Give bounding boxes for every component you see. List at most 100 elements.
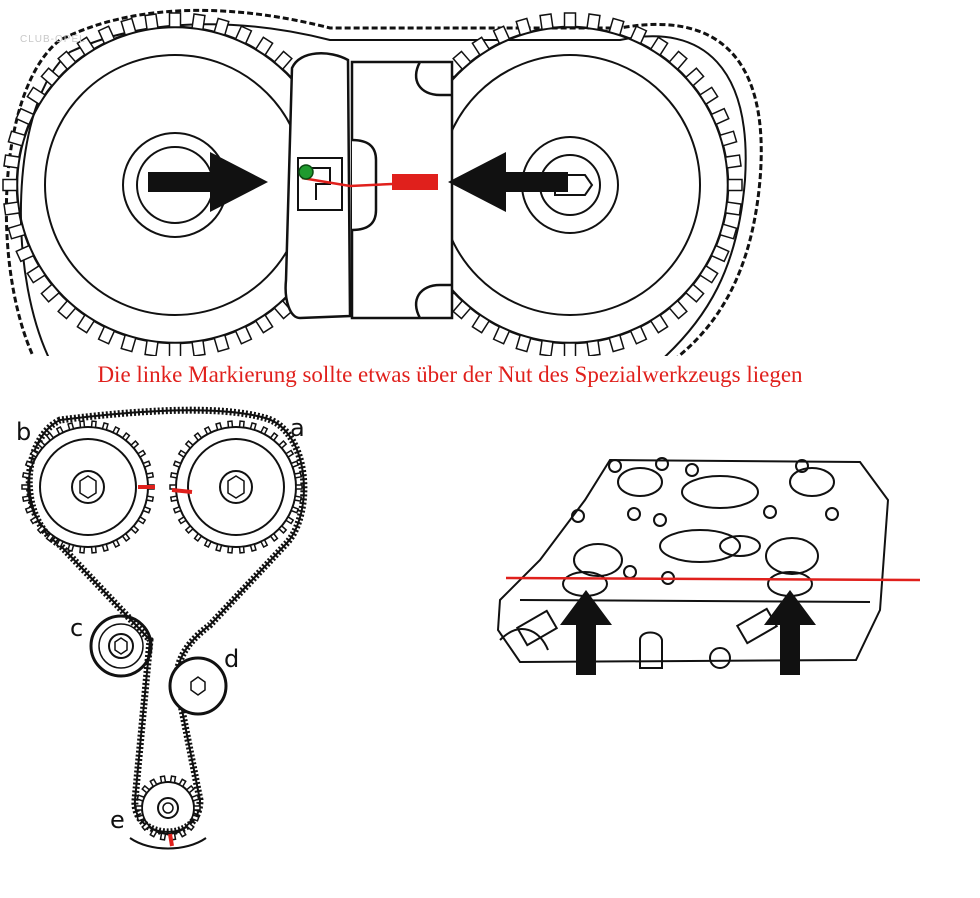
gear-tooth (21, 484, 29, 490)
gear-tooth (277, 524, 288, 534)
gear-tooth (608, 334, 625, 353)
gear-tooth (159, 832, 167, 841)
gear-tooth (144, 13, 159, 31)
gear-tooth (172, 505, 182, 514)
gear-tooth (452, 50, 472, 71)
gear-tooth (7, 130, 26, 147)
gear-tooth (178, 778, 187, 788)
bottom-timing-marks (138, 485, 193, 847)
gear-tooth (273, 50, 293, 71)
gear-tooth (249, 543, 257, 552)
gear-tooth (193, 532, 203, 542)
gear-tooth (90, 545, 97, 554)
gear-tooth (249, 422, 257, 431)
gear-tooth (215, 422, 223, 431)
arrow-left-icon (448, 152, 568, 212)
gear-tooth (586, 13, 601, 31)
gear-tooth (203, 426, 213, 436)
gear-tooth (539, 339, 554, 356)
gear-tooth (15, 244, 35, 263)
gear-tooth (3, 201, 21, 216)
gear-tooth (238, 545, 245, 554)
gear-tooth (129, 524, 140, 534)
idler-pulley-d (168, 656, 228, 716)
gear-tooth (142, 460, 152, 469)
gear-tooth (227, 420, 234, 429)
gear-tooth (710, 244, 730, 263)
cam-gear-a (169, 420, 303, 554)
gear-tooth (193, 432, 203, 442)
gear-tooth (141, 822, 151, 832)
gear-tooth (649, 36, 669, 57)
caption-text: Die linke Markierung sollte etwas über d… (97, 362, 803, 387)
gear-tooth (121, 532, 131, 542)
gear-tooth (290, 460, 300, 469)
top-gear-diagram (2, 8, 763, 356)
gear-tooth (719, 223, 738, 240)
watermark-text: CLUB-OPEL (20, 34, 86, 45)
gear-tooth (129, 440, 140, 450)
gear-tooth (120, 334, 137, 353)
gear-tooth (149, 778, 158, 788)
gear-tooth (684, 283, 705, 303)
label-b: b (16, 418, 32, 446)
top-timing-belt (4, 8, 763, 356)
gear-tooth (55, 426, 65, 436)
gear-tooth (178, 828, 187, 838)
gear-tooth (185, 822, 195, 832)
gear-tooth (29, 515, 40, 525)
gear-tooth (185, 784, 195, 794)
gear-tooth (169, 495, 179, 502)
gear-tooth (259, 538, 269, 548)
tensioner-pulley-c (89, 614, 153, 678)
gear-tooth (40, 67, 61, 87)
gear-tooth (190, 794, 200, 802)
gear-tooth (608, 17, 625, 36)
gear-tooth (269, 432, 279, 442)
gear-tooth (254, 36, 274, 57)
gear-tooth (168, 342, 182, 356)
gear-tooth (97, 25, 116, 45)
gear-tooth (149, 828, 158, 838)
gear-tooth (213, 17, 230, 36)
gear-tooth (101, 422, 109, 431)
gear-tooth (184, 440, 195, 450)
gear-tooth (190, 814, 200, 822)
belt-routing-diagram (21, 406, 308, 850)
gear-tooth (727, 178, 743, 192)
gear-tooth (629, 325, 648, 345)
gear-tooth (452, 299, 472, 320)
gear-tooth (79, 545, 86, 554)
gear-tooth (15, 107, 35, 126)
top-timing-mark (298, 164, 438, 190)
gear-tooth (26, 264, 47, 284)
gear-tooth (169, 472, 179, 479)
gear-tooth (145, 472, 155, 479)
gear-tooth (563, 342, 577, 356)
gear-tooth (629, 25, 648, 45)
gear-tooth (24, 460, 34, 469)
gear-tooth (3, 154, 21, 169)
gear-tooth (172, 460, 182, 469)
gear-tooth (121, 432, 131, 442)
alignment-line (505, 576, 921, 582)
gear-tooth (295, 484, 303, 490)
gear-tooth (238, 420, 245, 429)
gear-tooth (120, 17, 137, 36)
gear-tooth (24, 505, 34, 514)
gear-tooth (168, 12, 182, 28)
gear-tooth (142, 505, 152, 514)
gear-tooth (234, 325, 253, 345)
gear-tooth (177, 449, 188, 459)
gear-tooth (67, 422, 75, 431)
label-e: e (110, 806, 125, 834)
gear-tooth (193, 805, 201, 811)
gear-tooth (45, 532, 55, 542)
gear-tooth (79, 420, 86, 429)
gear-tooth (136, 515, 147, 525)
gear-tooth (21, 472, 31, 479)
gear-tooth (45, 432, 55, 442)
crank-gear-e (129, 775, 207, 850)
gear-tooth (67, 543, 75, 552)
gear-tooth (586, 339, 601, 356)
